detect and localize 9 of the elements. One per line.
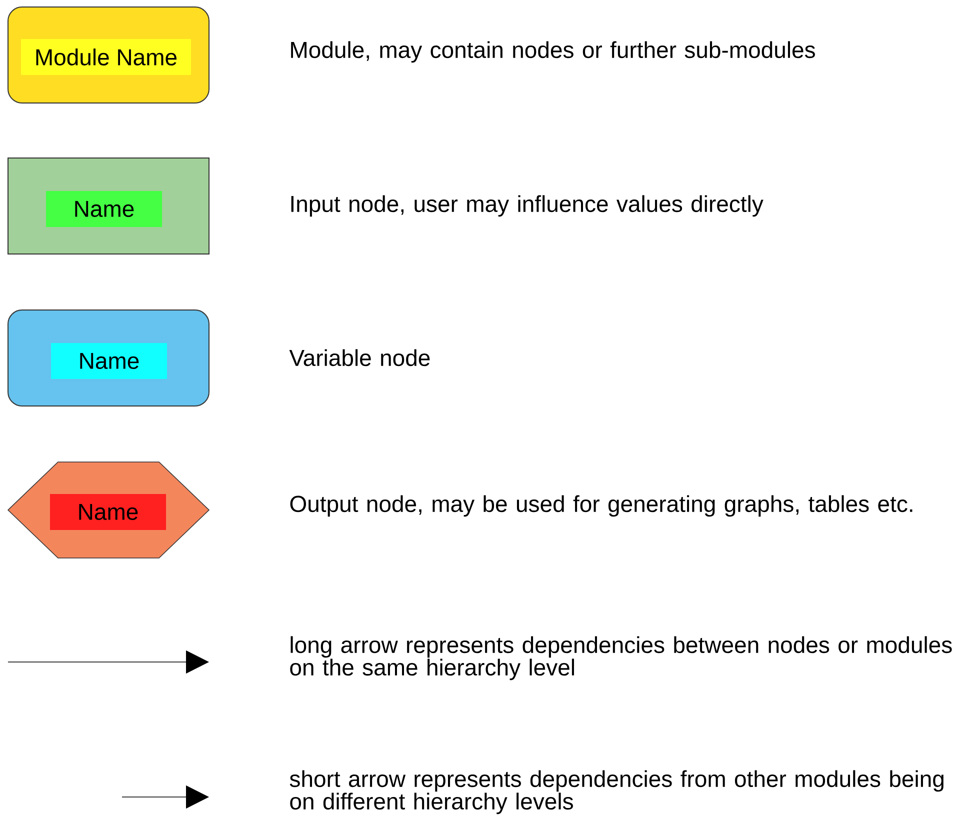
legend-text: Variable node: [289, 349, 430, 366]
legend-text: Module, may contain nodes or further sub-modules: [291, 41, 815, 63]
variable-node-box: Name: [8, 310, 210, 406]
legend-text: Output node, may be used for generating graphs, tables etc.: [290, 495, 912, 517]
input-node-box: Name: [8, 158, 210, 254]
legend-text: short arrow represents dependencies from other modules being on different hierarchy levels: [290, 770, 944, 814]
module-box: Module Name: [8, 6, 210, 104]
legend-text: long arrow represents dependencies between nodes or modules on the same hierarchy level: [290, 636, 952, 680]
legend-text: Input node, user may influence values directly: [291, 195, 764, 217]
